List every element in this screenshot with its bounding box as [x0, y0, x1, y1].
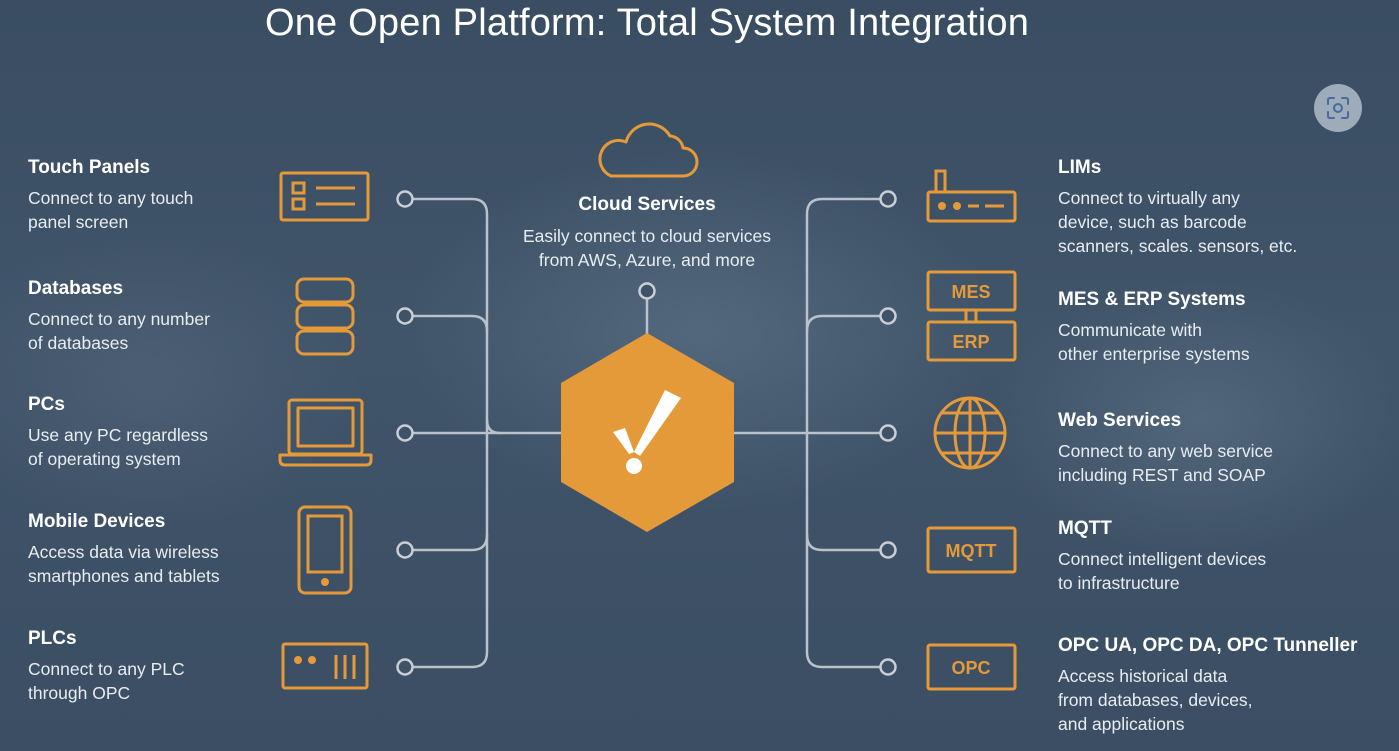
- node-description: Connect to any web service including RES…: [1058, 441, 1273, 485]
- node-label: OPC UA, OPC DA, OPC Tunneller: [1058, 635, 1358, 656]
- node-label: MQTT: [1058, 518, 1112, 539]
- node-mobile-devices: Mobile Devices Access data via wireless …: [28, 511, 220, 588]
- erp-badge-text: ERP: [952, 332, 989, 352]
- node-mes-erp: MES & ERP Systems Communicate with other…: [1058, 289, 1250, 366]
- connector-node: [879, 658, 897, 676]
- cloud-icon: [598, 122, 699, 178]
- node-label: Cloud Services: [578, 194, 716, 215]
- node-description: Connect to virtually any device, such as…: [1058, 188, 1298, 256]
- node-label: PLCs: [28, 628, 77, 649]
- right-branch-line: [805, 314, 882, 333]
- connector-node: [396, 541, 414, 559]
- mobile-phone-icon: [297, 505, 353, 595]
- node-description: Use any PC regardless of operating syste…: [28, 425, 208, 469]
- node-databases: Databases Connect to any number of datab…: [28, 278, 210, 355]
- exclamation-logo-icon: [561, 333, 734, 532]
- node-opc: OPC UA, OPC DA, OPC Tunneller Access his…: [1058, 635, 1357, 736]
- node-description: Access data via wireless smartphones and…: [28, 542, 220, 586]
- connector-node: [396, 424, 414, 442]
- mes-badge-text: MES: [951, 282, 990, 302]
- node-description: Connect to any PLC through OPC: [28, 659, 185, 703]
- opc-badge-text: OPC: [951, 658, 990, 678]
- node-description: Connect to any number of databases: [28, 309, 210, 353]
- node-plcs: PLCs Connect to any PLC through OPC: [28, 628, 185, 705]
- left-branch-line: [412, 314, 489, 333]
- left-branch-line: [485, 418, 502, 435]
- screenshot-focus-button[interactable]: [1314, 84, 1362, 132]
- connector-node: [396, 190, 414, 208]
- connector-node: [396, 658, 414, 676]
- database-icon: [295, 277, 355, 356]
- node-label: PCs: [28, 394, 65, 415]
- mes-erp-icon: MES ERP: [926, 270, 1017, 362]
- screenshot-focus-icon: [1327, 97, 1349, 119]
- node-label: MES & ERP Systems: [1058, 289, 1246, 310]
- node-pcs: PCs Use any PC regardless of operating s…: [28, 394, 208, 471]
- connector-node: [396, 307, 414, 325]
- node-description: Easily connect to cloud services from AW…: [522, 226, 772, 270]
- left-branch-line: [412, 533, 489, 552]
- page-title: One Open Platform: Total System Integrat…: [264, 2, 1030, 44]
- router-device-icon: [926, 169, 1017, 223]
- connector-node: [879, 541, 897, 559]
- node-description: Connect to any touch panel screen: [28, 188, 194, 232]
- plc-icon: [281, 642, 369, 690]
- node-description: Connect intelligent devices to infrastru…: [1058, 549, 1267, 593]
- laptop-icon: [278, 398, 373, 467]
- touch-panel-icon: [279, 171, 370, 222]
- node-mqtt: MQTT Connect intelligent devices to infr…: [1058, 518, 1266, 595]
- node-label: Touch Panels: [28, 157, 151, 178]
- node-description: Communicate with other enterprise system…: [1058, 320, 1250, 364]
- connector-node: [638, 282, 656, 300]
- connector-node: [879, 190, 897, 208]
- mqtt-icon: MQTT: [926, 526, 1017, 574]
- node-description: Access historical data from databases, d…: [1058, 666, 1253, 734]
- node-label: Web Services: [1058, 410, 1182, 431]
- connector-node: [879, 424, 897, 442]
- node-label: Mobile Devices: [28, 511, 166, 532]
- opc-icon: OPC: [926, 643, 1017, 691]
- connector-node: [879, 307, 897, 325]
- node-web-services: Web Services Connect to any web service …: [1058, 410, 1273, 487]
- node-lims: LIMs Connect to virtually any device, su…: [1058, 157, 1297, 258]
- mqtt-badge-text: MQTT: [946, 541, 997, 561]
- node-cloud-services: Cloud Services Easily connect to cloud s…: [490, 194, 804, 272]
- node-label: Databases: [28, 278, 124, 299]
- right-branch-line: [805, 533, 882, 552]
- node-touch-panels: Touch Panels Connect to any touch panel …: [28, 157, 193, 234]
- connector-nodes: [396, 190, 897, 676]
- globe-icon: [933, 396, 1007, 470]
- node-label: LIMs: [1058, 157, 1102, 178]
